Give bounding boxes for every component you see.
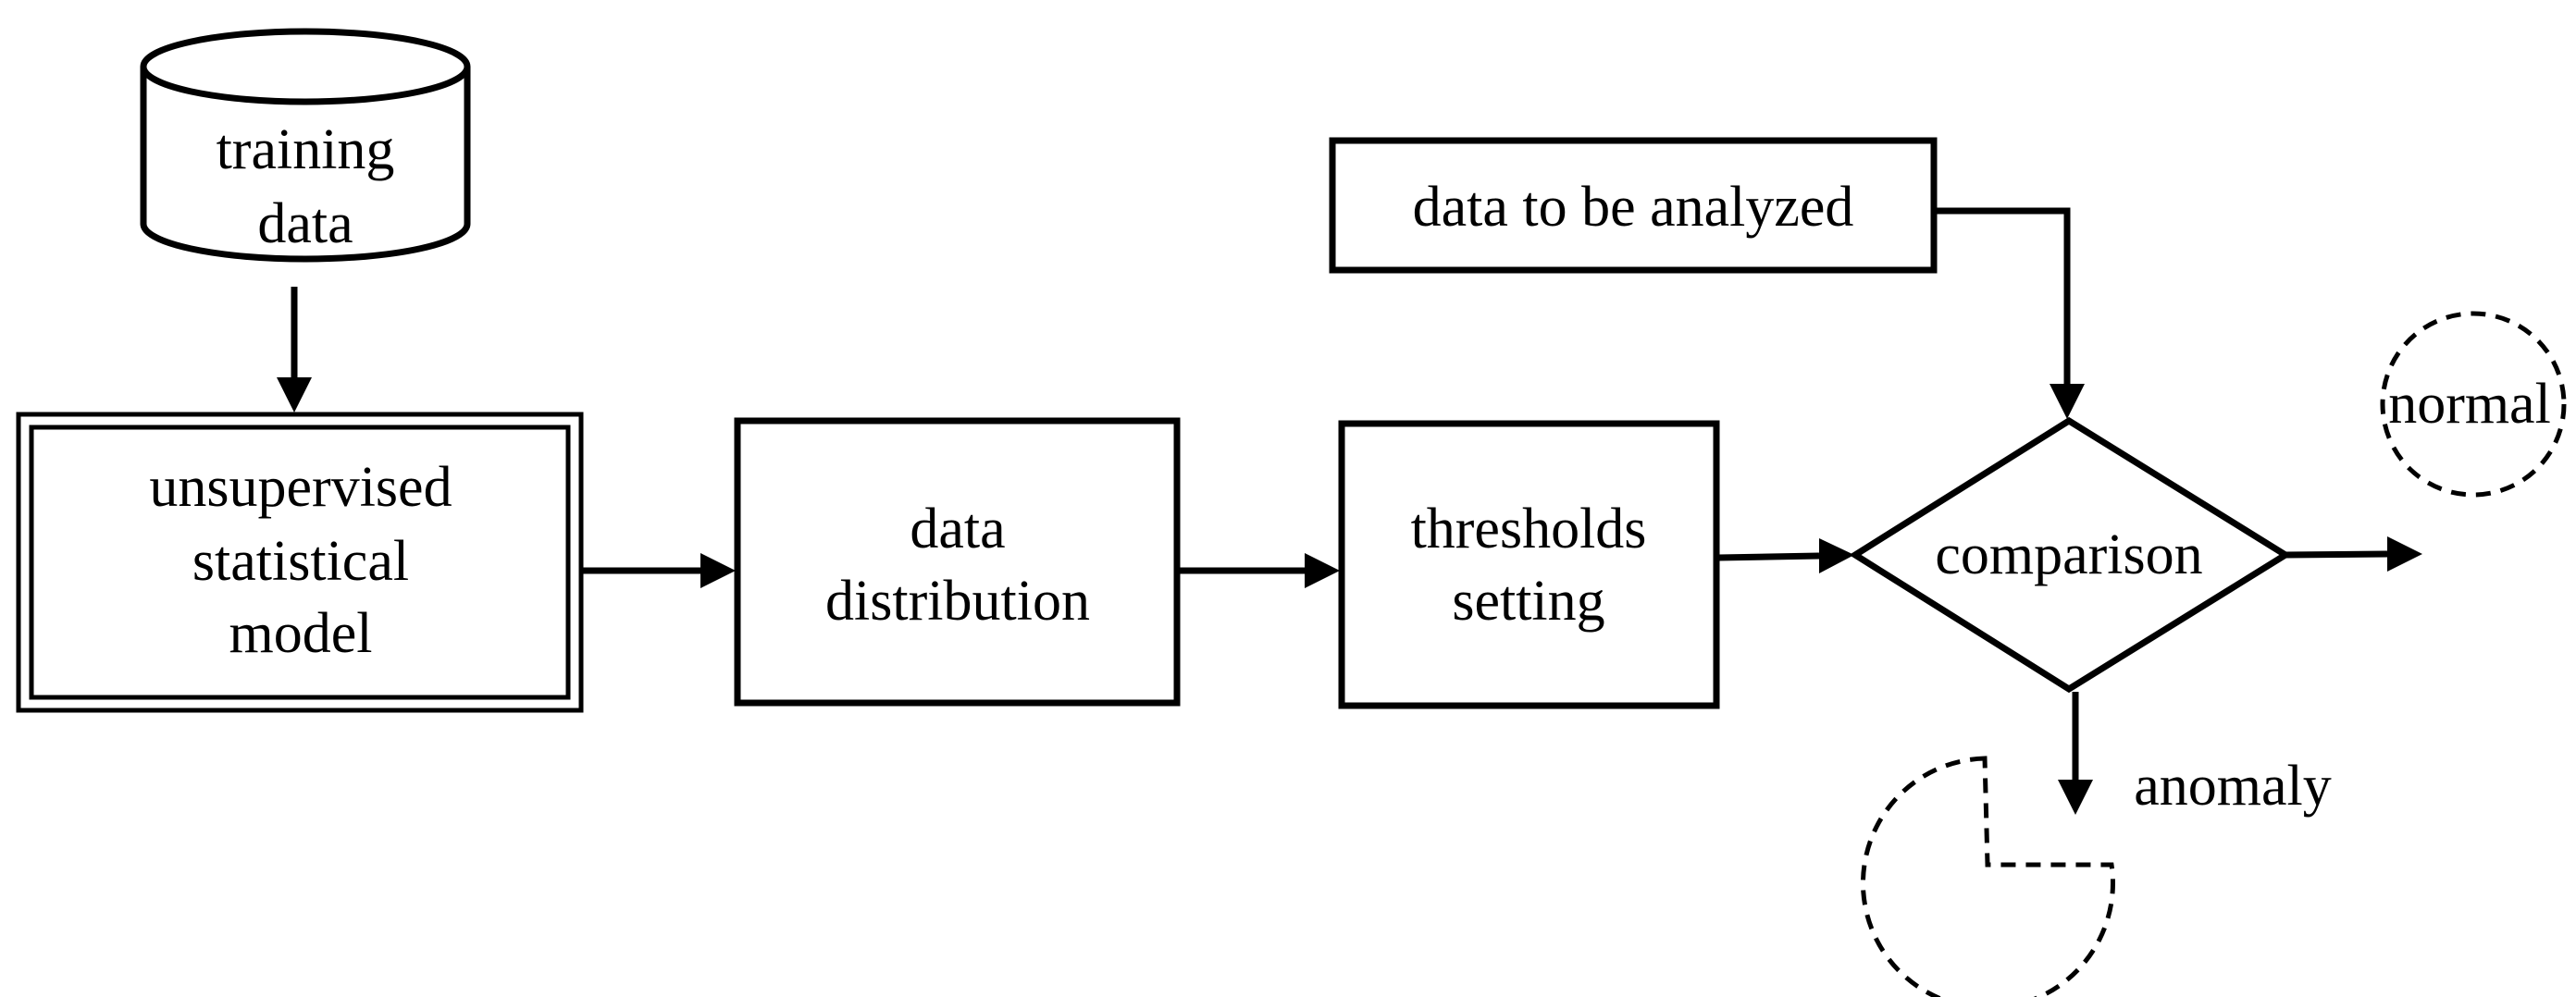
- thresholds-setting-label-line-1: thresholds: [1411, 498, 1647, 560]
- statistical-model-label-line-2: statistical: [192, 530, 409, 593]
- comparison-node: comparison: [1849, 416, 2292, 694]
- edge-model-to-distribution: [583, 553, 736, 588]
- statistical-model-node: unsupervised statistical model: [16, 412, 584, 713]
- statistical-model-label-line-3: model: [229, 602, 373, 665]
- data-to-be-analyzed-label: data to be analyzed: [1413, 176, 1854, 239]
- edge-training-data-to-model: [277, 287, 312, 412]
- training-data-label-line-2: data: [257, 192, 353, 255]
- training-data-label-line-1: training: [217, 118, 395, 181]
- anomaly-label: anomaly: [2134, 755, 2332, 818]
- training-data-node: training data: [140, 28, 471, 263]
- data-distribution-label-line-1: data: [910, 498, 1005, 560]
- normal-label: normal: [2388, 373, 2551, 436]
- edge-analyzed-to-comparison: [1936, 207, 2085, 419]
- edge-distribution-to-thresholds: [1179, 553, 1340, 588]
- edge-comparison-to-anomaly: [2058, 692, 2093, 815]
- thresholds-setting-label-line-2: setting: [1452, 570, 1604, 633]
- data-distribution-label-line-2: distribution: [825, 570, 1090, 633]
- thresholds-setting-node: thresholds setting: [1338, 420, 1720, 709]
- normal-node: normal: [2380, 311, 2567, 498]
- anomaly-node: anomaly: [1861, 755, 2332, 997]
- statistical-model-label-line-1: unsupervised: [149, 456, 452, 519]
- edge-thresholds-to-comparison: [1717, 538, 1854, 573]
- edge-comparison-to-normal: [2285, 536, 2422, 572]
- data-distribution-node: data distribution: [734, 417, 1181, 707]
- comparison-label: comparison: [1935, 523, 2202, 586]
- data-to-be-analyzed-node: data to be analyzed: [1329, 137, 1938, 274]
